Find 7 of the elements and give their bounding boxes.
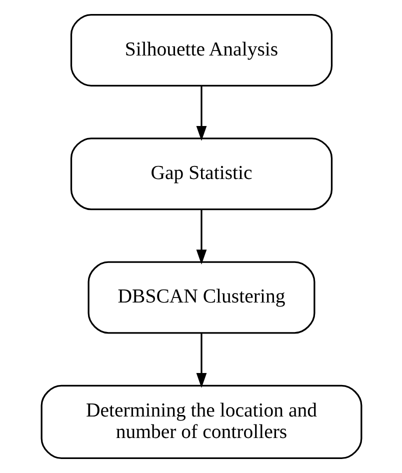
arrow xyxy=(196,86,206,141)
node-box: Gap Statistic xyxy=(70,138,332,210)
node-box: DBSCAN Clustering xyxy=(87,261,315,334)
arrow xyxy=(196,210,206,265)
node-box: Silhouette Analysis xyxy=(70,14,332,86)
node-box: Determining the location and number of controllers xyxy=(40,384,362,460)
arrow xyxy=(196,334,206,388)
